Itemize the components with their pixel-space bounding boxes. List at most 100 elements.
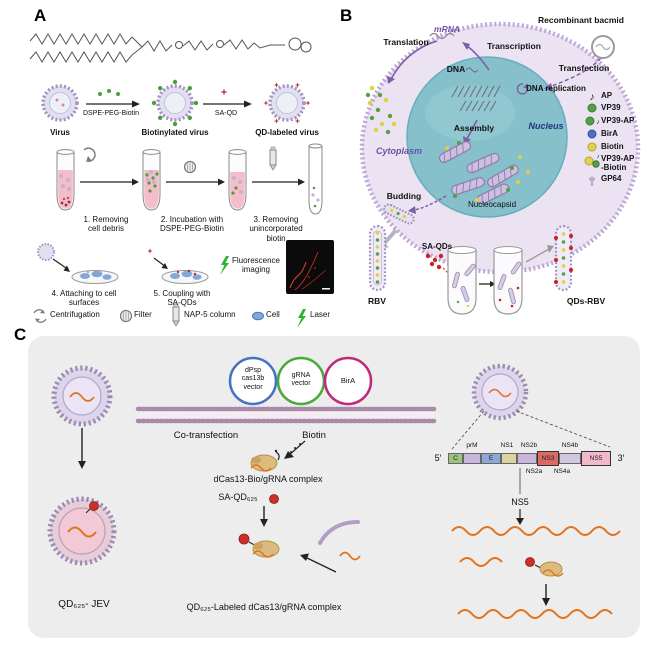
legend-vp39-label: VP39 [601, 103, 621, 112]
biotin-arrow-icon [284, 440, 306, 459]
legend-nap5-icon [172, 303, 180, 327]
fluorescence-image [286, 240, 334, 294]
legend-ap-label: AP [601, 91, 613, 100]
genome-segment-ns5: NS5 [581, 451, 611, 466]
legend-centrifugation-icon [33, 309, 47, 323]
genome-segment-c: C [448, 453, 463, 464]
rna-fragment-icon [459, 557, 503, 567]
nucleus-label: Nucleus [528, 121, 564, 131]
segment-ns5-label: NS5 [589, 455, 603, 462]
transfection-label: Transfection [558, 63, 610, 73]
segment-c-label: C [453, 455, 458, 462]
recombinant-bacmid-icon [591, 35, 615, 59]
svg-text:♪: ♪ [590, 92, 595, 103]
dspe-peg-biotin-structure-icon [29, 33, 312, 63]
legend-cell-label: Cell [266, 310, 280, 319]
rbv-label: RBV [368, 296, 386, 306]
transfection-arrow-icon [544, 57, 602, 91]
target-virus-icon [451, 363, 611, 450]
legend-bira-label: BirA [601, 129, 618, 138]
assembly-label: Assembly [453, 123, 495, 133]
dna-label: DNA [446, 64, 466, 74]
genome-segment-ns1 [501, 453, 517, 464]
legend-nap5-label: NAP-5 column [184, 310, 236, 319]
step3-label: 3. Removing unincorporated biotin [249, 215, 303, 243]
legend-vp39-ap-label: VP39-AP [601, 116, 635, 125]
imaging-label: Fluorescence imaging [231, 256, 281, 275]
step4-label: 4. Attaching to cell surfaces [51, 289, 117, 308]
ns5-callout-icon [516, 468, 524, 525]
biotin-label: Biotin [302, 430, 326, 441]
cell-dish-icon [71, 269, 119, 284]
qd-dcas13-binding-icon [525, 557, 564, 577]
legend-vp39-icon [587, 103, 597, 113]
arrow-step2-icon [166, 178, 225, 186]
qd-labeled-virus-label: QD-labeled virus [255, 128, 319, 137]
qds-rbv-label: QDs-RBV [566, 296, 606, 306]
genome-segment-ns2b [517, 453, 537, 464]
legend-filter-label: Filter [134, 310, 152, 319]
step1-label: 1. Removing cell debris [83, 215, 129, 234]
tube-arrow-icon [479, 281, 496, 287]
cell-diagram [359, 21, 641, 275]
translation-arrow-icon [387, 40, 438, 84]
legend-vp39-ap-biotin-label-2: -Biotin [601, 163, 627, 172]
sa-qd-label: SA-QD [214, 110, 238, 117]
recombinant-bacmid-label: Recombinant bacmid [538, 15, 624, 25]
legend-centrifugation-label: Centrifugation [50, 310, 100, 319]
dna-replication-arrow-icon [516, 83, 529, 95]
ns5-callout-label: NS5 [511, 497, 529, 507]
jev-arrow-icon [78, 428, 86, 469]
sa-qd625-dot-icon [269, 494, 279, 504]
legend-ap-icon: ♪ [590, 92, 595, 103]
transcription-arrow-icon [462, 42, 490, 71]
arrow-dspe-icon [86, 89, 140, 108]
segment-e-label: E [488, 455, 494, 462]
membrane-bilayer-icon [135, 406, 437, 424]
budding-rod-icon [383, 195, 447, 225]
mixing-tube-1-icon [447, 246, 477, 315]
small-virus-icon [37, 243, 70, 272]
dna-replication-label: DNA replication [526, 84, 586, 93]
legend-cell-icon [252, 311, 264, 321]
labeling-arrow-icon [260, 506, 268, 527]
ns2a-label: NS2a [525, 468, 543, 475]
dspe-peg-biotin-label: DSPE-PEG-Biotin [82, 110, 140, 117]
legend-vp39-ap-biotin-icon: ♪ [584, 154, 600, 168]
tube-to-qdsrbv-arrow-icon [525, 245, 554, 263]
nucleocapsid-label: Nucleocapsid [467, 200, 517, 209]
jev-virus-icon [51, 365, 113, 427]
qd-labeled-virus-icon [263, 82, 311, 124]
svg-text:♪: ♪ [596, 119, 600, 126]
genome-segment-prm [463, 453, 481, 464]
ns4a-label: NS4a [553, 468, 571, 475]
legend-gp64-icon [588, 176, 596, 186]
step2-label: 2. Incubation with DSPE-PEG-Biotin [159, 215, 225, 234]
biotinylated-virus-icon [151, 79, 199, 127]
cytoplasm-protein-dots-icon [365, 85, 397, 135]
three-prime-label: 3′ [617, 453, 625, 463]
biotinylated-virus-label: Biotinylated virus [141, 128, 209, 137]
legend-biotin-icon [587, 142, 597, 152]
arrow-saqd-icon [203, 88, 252, 108]
mixing-tube-2-icon [493, 246, 523, 315]
budding-label: Budding [386, 191, 422, 201]
transcription-label: Transcription [487, 41, 541, 51]
vector-bira-label: BirA [340, 376, 356, 385]
cell-dish-qd-icon [161, 269, 209, 284]
dcas13-bio-complex-label: dCas13-Bio/gRNA complex [213, 474, 323, 484]
ns4b-label: NS4b [561, 442, 579, 449]
genome-segment-ns3: NS3 [537, 451, 559, 466]
legend-vp39-ap-icon: ♪ [585, 116, 600, 126]
rbv-rod-icon [368, 224, 387, 292]
panel-c-letter: C [14, 325, 27, 344]
dna-hatch-icon [451, 67, 501, 112]
tube-1-icon [56, 149, 75, 211]
nucleocapsid-rods-icon [438, 141, 530, 205]
qd625-complex-label: QD₆₂₅-Labeled dCas13/gRNA complex [186, 602, 342, 612]
rna-strand-1-icon [451, 526, 621, 536]
saqd-star-icon [147, 248, 168, 269]
panel-b-letter: B [340, 6, 353, 25]
